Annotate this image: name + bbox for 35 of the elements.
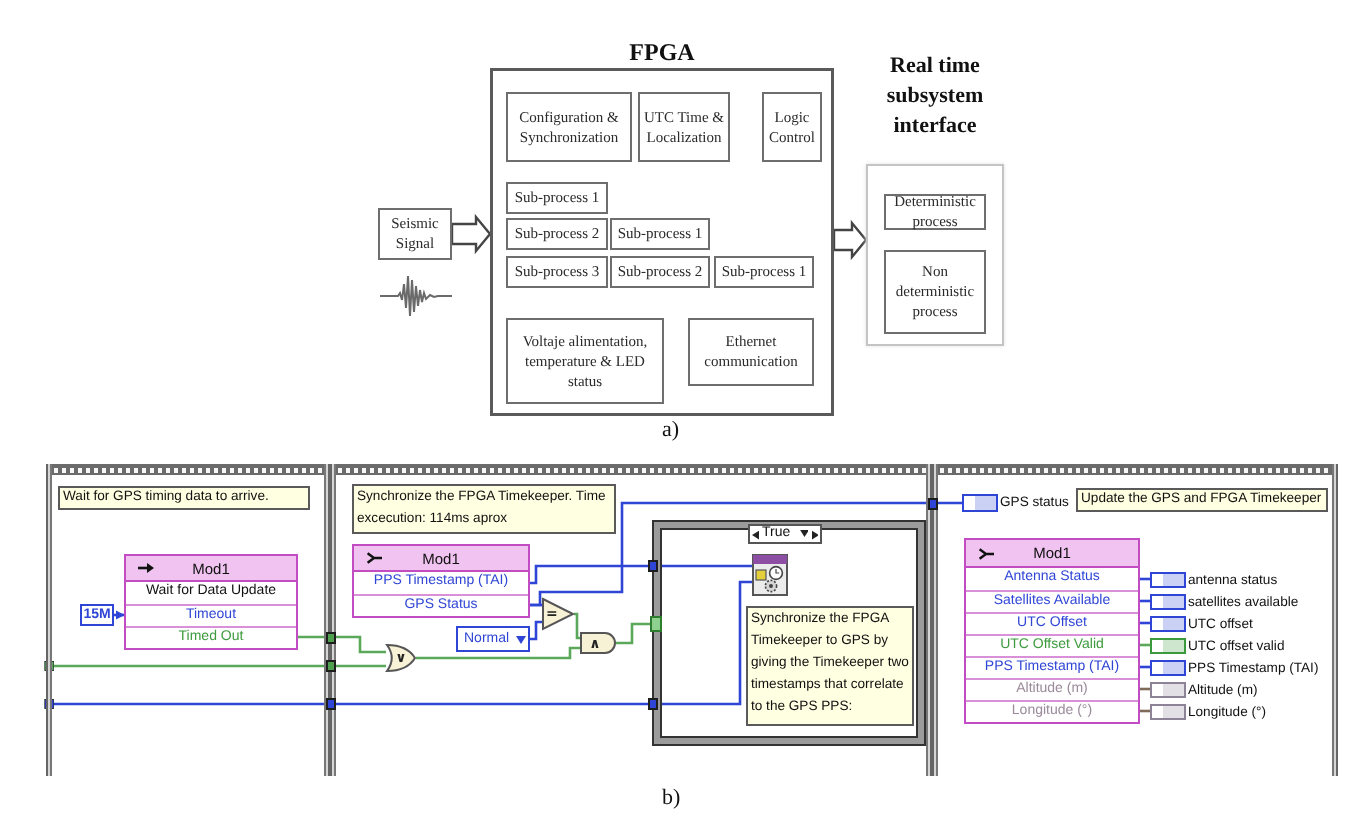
process-box [506, 182, 608, 214]
process-box [506, 256, 608, 288]
process-box [884, 194, 986, 230]
process-box [610, 256, 710, 288]
process-box [762, 92, 822, 162]
comment-note [1076, 488, 1328, 512]
sequence-frame [330, 464, 932, 776]
sequence-frame [932, 464, 1338, 776]
block-heading: Real time subsystem interface [884, 52, 986, 142]
process-box [506, 318, 664, 404]
figure-label: a) [662, 418, 680, 444]
or-gate [386, 644, 416, 672]
property-node [964, 538, 1140, 724]
block-arrow [450, 213, 492, 255]
comparison-gate [542, 598, 574, 630]
process-box [714, 256, 814, 288]
process-box [884, 250, 986, 334]
property-node [124, 554, 298, 650]
process-box [610, 218, 710, 250]
comment-note [58, 486, 310, 510]
sequence-frame [46, 464, 330, 776]
property-node [352, 544, 530, 618]
comment-note [352, 484, 616, 534]
block-heading: FPGA [629, 40, 695, 66]
clock-gear-icon [752, 554, 788, 596]
block-arrow [832, 219, 868, 261]
enum-constant [456, 626, 530, 652]
process-box [638, 92, 730, 162]
and-gate [580, 632, 616, 654]
figure-label: b) [662, 786, 681, 812]
process-box [506, 92, 632, 162]
case-structure [652, 520, 926, 746]
process-box [688, 318, 814, 386]
process-box [506, 218, 608, 250]
process-box [378, 208, 452, 260]
